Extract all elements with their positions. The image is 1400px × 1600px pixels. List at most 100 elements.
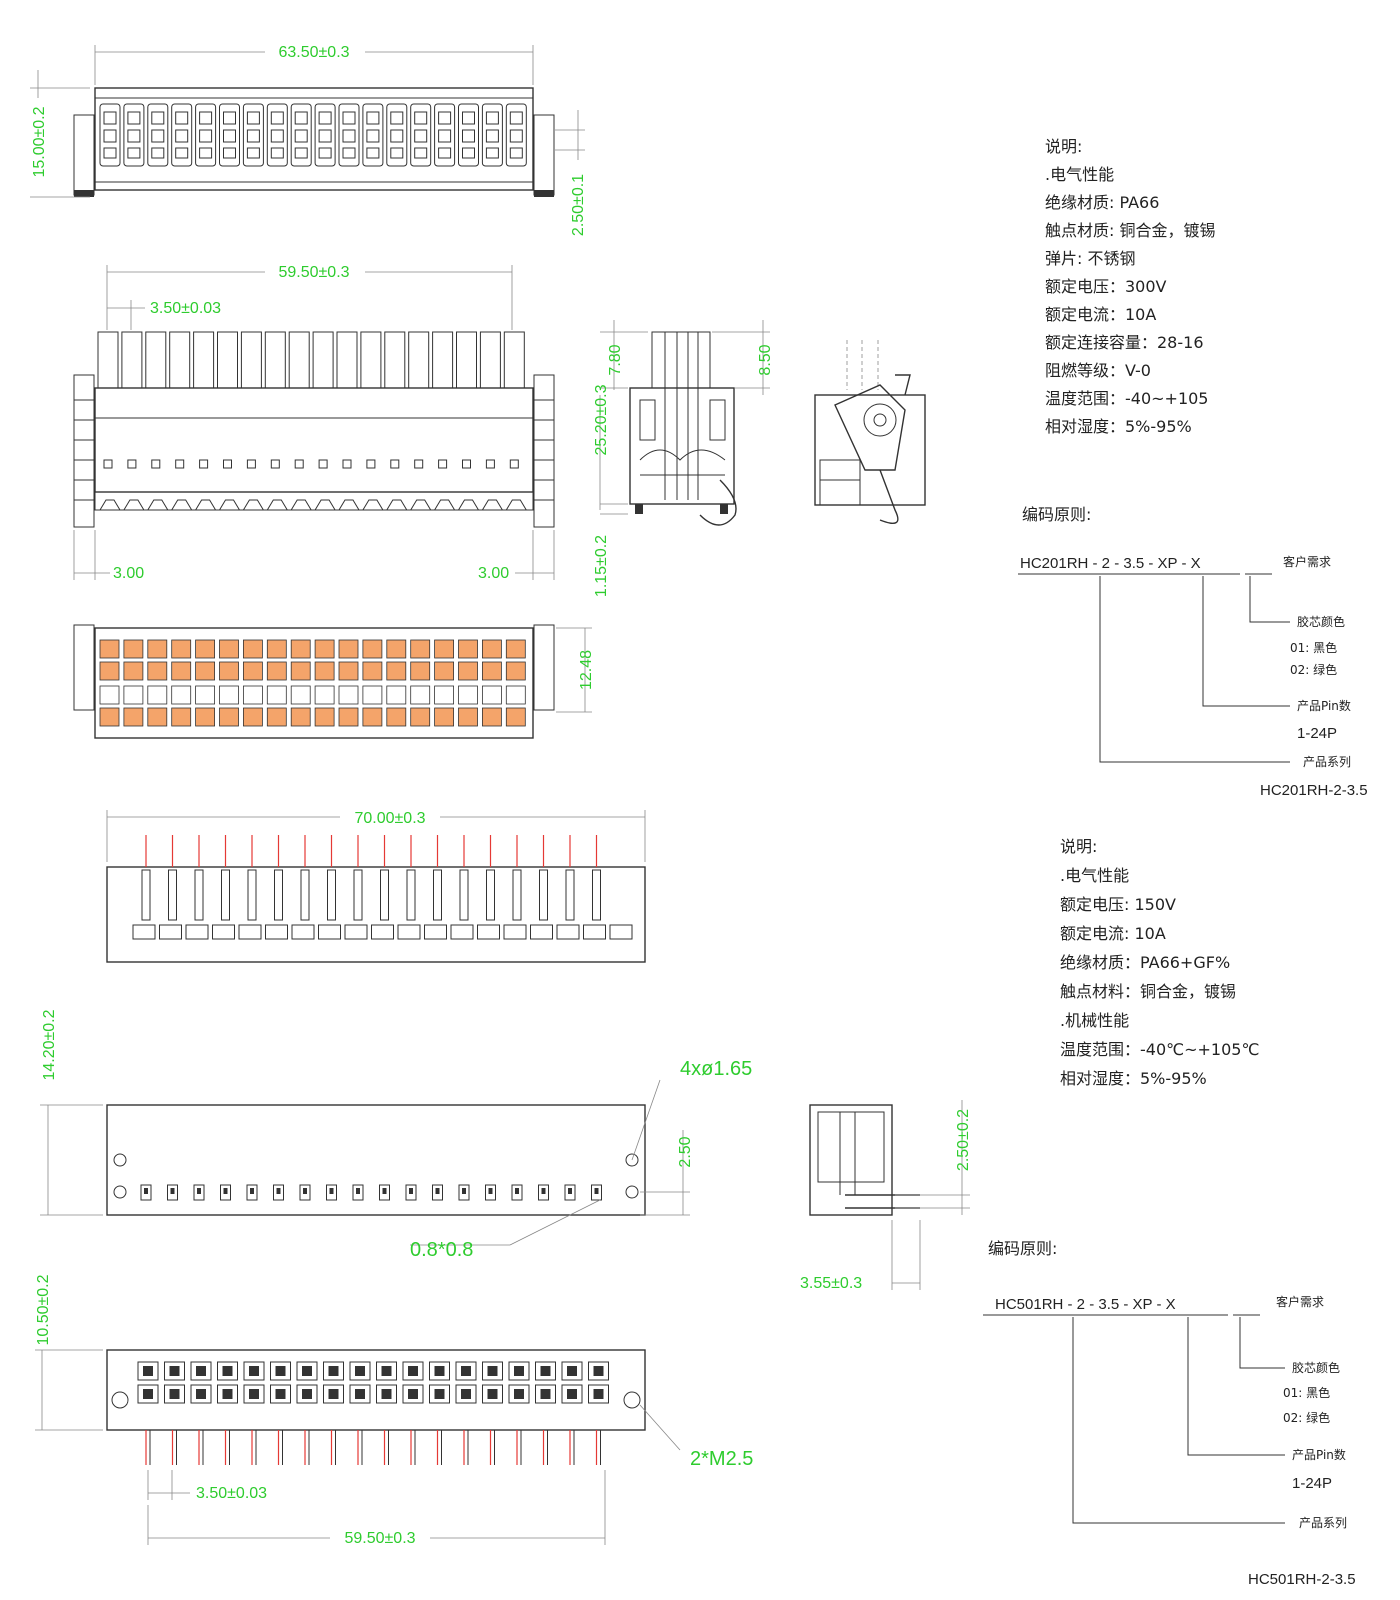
bottom-cell (242, 707, 263, 727)
top-cell-window (103, 129, 117, 143)
top-cell-window (414, 129, 428, 143)
top-cell (99, 103, 121, 167)
spec2-title: 说明: (1060, 837, 1097, 856)
top-cell (410, 103, 432, 167)
top-cell-window (485, 111, 499, 125)
pcb-cell (243, 1361, 265, 1381)
top-cell-window (462, 147, 475, 159)
code-block-1: 编码原则: HC201RH - 2 - 3.5 - XP - X 客户需求 胶芯… (1018, 505, 1368, 799)
side-section-view: 7.80 25.20±0.3 1.15±0.2 8.50 (593, 320, 774, 597)
header-box (318, 924, 341, 940)
bottom-cell (242, 661, 263, 681)
dim-header2-depth: 3.55±0.3 (800, 1275, 862, 1292)
spec-block-1: 说明: .电气性能 绝缘材质: PA66 触点材质: 铜合金，镀锡 弹片: 不锈… (1045, 137, 1215, 436)
spec2-line: 绝缘材质：PA66+GF% (1060, 953, 1230, 972)
pcb-cell (349, 1384, 371, 1404)
dim-holes: 4xø1.65 (680, 1058, 752, 1080)
bottom-cell (219, 685, 239, 705)
header-top-pin-core (356, 1188, 360, 1194)
front-square (342, 459, 352, 469)
dim-header-width: 70.00±0.3 (354, 810, 425, 827)
bottom-cell (362, 661, 383, 681)
top-cell-window (438, 147, 452, 159)
top-cell-window (223, 129, 236, 143)
bottom-cell (195, 685, 216, 705)
header-top-pin-core (276, 1188, 281, 1194)
top-cell-window (366, 111, 380, 125)
bottom-cell (195, 707, 216, 727)
pcb-cell-core (408, 1366, 418, 1376)
spec2-line: 触点材料：铜合金，镀锡 (1060, 982, 1236, 1001)
header-box (477, 924, 500, 940)
pcb-cell (508, 1384, 530, 1404)
header-top-pin-core (250, 1188, 254, 1194)
pcb-cell-core (222, 1366, 233, 1376)
front-push-button (217, 331, 238, 389)
front-tooth (338, 499, 360, 511)
bottom-cell (338, 639, 359, 659)
spec2-line: 额定电流: 10A (1060, 924, 1166, 943)
top-cell (386, 103, 408, 167)
top-cell-window (342, 129, 356, 143)
pcb-cell-core (567, 1389, 577, 1399)
header-front-view: 70.00±0.3 (106, 810, 646, 963)
top-cell-window (103, 147, 117, 159)
header-box (212, 924, 235, 940)
header-pin-body (353, 869, 363, 921)
bottom-cell (123, 661, 144, 681)
front-square (270, 459, 280, 469)
bottom-cell (505, 685, 526, 705)
pcb-cell (190, 1361, 212, 1381)
bottom-cell (147, 707, 168, 727)
top-cell-window (414, 111, 428, 125)
top-cell-window (318, 111, 332, 125)
header-top-pin (273, 1184, 284, 1201)
header-pin-body (592, 869, 601, 921)
front-square (414, 459, 424, 469)
dim-front-left: 3.00 (113, 565, 144, 582)
code2-black: 01: 黑色 (1283, 1386, 1330, 1400)
header-box (238, 924, 262, 940)
header-top-pin-core (144, 1188, 148, 1194)
bottom-cell (266, 707, 287, 727)
top-cell-window (175, 129, 189, 143)
header-box (450, 924, 474, 940)
bottom-cell (242, 639, 263, 659)
top-cell-window (390, 129, 404, 143)
pcb-cell-core (355, 1389, 365, 1399)
front-tooth (123, 499, 145, 511)
bottom-cell (505, 707, 526, 727)
pcb-bottom-view: 10.50±0.2 2*M2.5 3.50±0.03 59.50±0.3 (35, 1274, 753, 1547)
side-mechanism-view (814, 340, 926, 524)
header-top-pin-core (488, 1188, 493, 1194)
front-push-button (479, 331, 501, 389)
pcb-cell (535, 1361, 556, 1381)
front-push-button (169, 331, 191, 389)
bottom-cell (171, 685, 192, 705)
top-cell-window (175, 111, 189, 125)
code2-heading: 编码原则: (988, 1239, 1057, 1258)
pcb-cell-core (302, 1366, 312, 1376)
header-pin-body (512, 869, 522, 921)
pcb-cell-core (169, 1389, 180, 1399)
pcb-cell-core (143, 1389, 153, 1399)
header-box (424, 924, 447, 940)
code2-code: HC501RH - 2 - 3.5 - XP - X (995, 1296, 1176, 1313)
code2-core-color: 胶芯颜色 (1292, 1360, 1340, 1375)
code1-heading: 编码原则: (1022, 505, 1091, 524)
dim-bottom-depth: 12.48 (578, 650, 595, 690)
front-square (390, 459, 400, 469)
header-top-pin-core (541, 1188, 546, 1194)
bottom-cell (338, 707, 359, 727)
header-pin-body (380, 869, 389, 921)
bottom-cell (290, 707, 311, 727)
bottom-cell (314, 685, 335, 705)
front-tooth (505, 499, 527, 511)
code1-pin-count: 产品Pin数 (1297, 698, 1351, 713)
spec1-line: 额定连接容量：28-16 (1045, 333, 1204, 352)
bottom-cell (123, 639, 144, 659)
pcb-cell (535, 1384, 556, 1404)
code1-pin-range: 1-24P (1297, 725, 1337, 742)
dim-side-height: 25.20±0.3 (593, 384, 610, 455)
spec1-line: .电气性能 (1045, 165, 1114, 184)
